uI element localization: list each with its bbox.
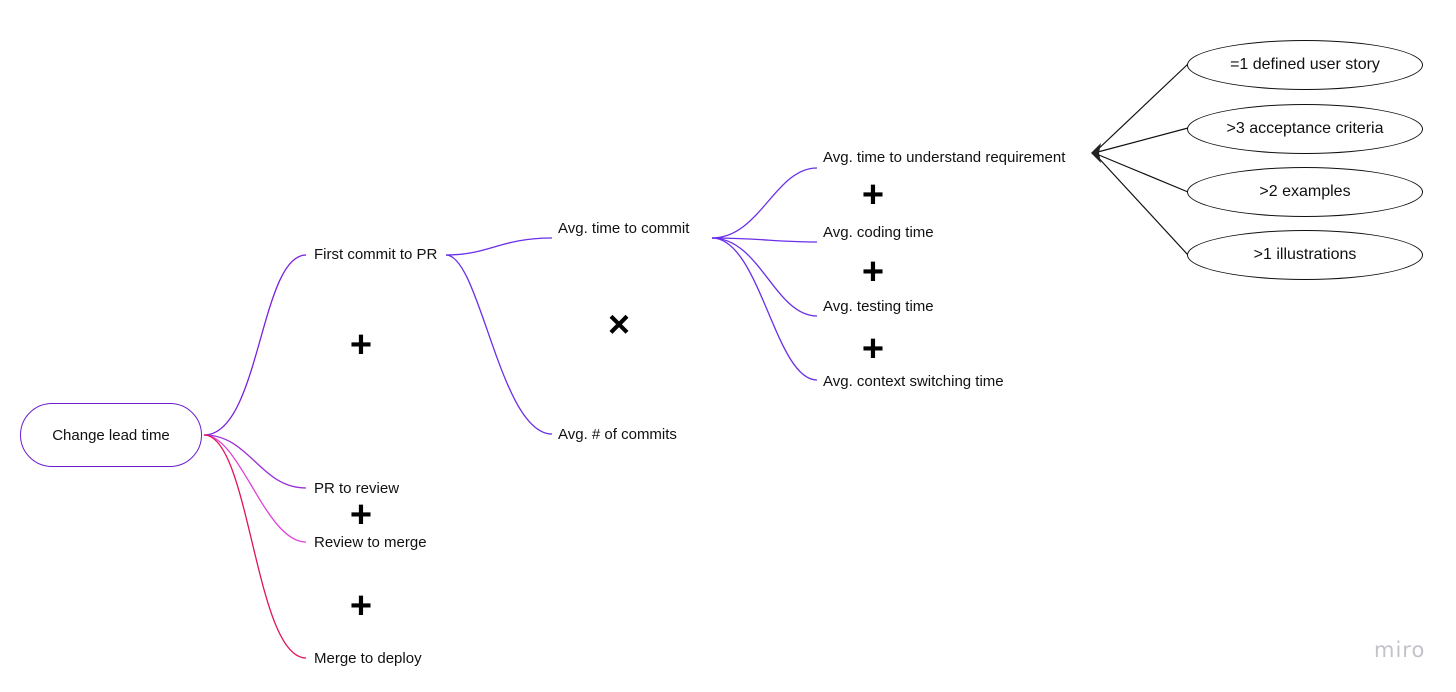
connector-time-commit-context [711,237,818,381]
connector-root-review-merge [203,434,307,543]
miro-watermark: miro [1374,638,1426,662]
criteria-label: >2 examples [1259,183,1351,200]
node-review-to-merge[interactable]: Review to merge [314,534,427,551]
criteria-examples[interactable]: >2 examples [1187,167,1423,217]
root-node[interactable]: Change lead time [20,403,202,467]
arrow-user-story [1093,63,1189,154]
criteria-label: >3 acceptance criteria [1226,120,1384,137]
node-merge-to-deploy[interactable]: Merge to deploy [314,650,422,667]
node-pr-to-review[interactable]: PR to review [314,480,400,497]
times-operator: × [607,304,631,346]
node-avg-time-to-commit[interactable]: Avg. time to commit [558,220,690,237]
criteria-label: =1 defined user story [1230,56,1380,73]
criteria-acceptance[interactable]: >3 acceptance criteria [1187,104,1423,154]
connector-time-commit-coding [711,237,818,243]
arrow-acceptance [1093,127,1189,154]
arrow-examples [1093,152,1189,193]
connector-time-commit-testing [711,237,818,317]
node-avg-time-understand-requirement[interactable]: Avg. time to understand requirement [823,149,1066,166]
criteria-user-story[interactable]: =1 defined user story [1187,40,1423,90]
plus-operator: + [861,174,885,216]
connector-root-first-commit [203,254,307,436]
plus-operator: + [861,251,885,293]
connector-root-merge-deploy [203,434,307,659]
node-avg-context-switching-time[interactable]: Avg. context switching time [823,373,1004,390]
node-avg-num-commits[interactable]: Avg. # of commits [558,426,677,443]
plus-operator: + [349,585,373,627]
plus-operator: + [861,328,885,370]
criteria-illustrations[interactable]: >1 illustrations [1187,230,1423,280]
plus-operator: + [349,324,373,366]
root-node-label: Change lead time [52,426,170,444]
connector-root-pr-review [203,434,307,489]
node-first-commit-to-pr[interactable]: First commit to PR [314,246,438,263]
connector-first-commit-num-commits [445,254,553,435]
arrowhead [1091,143,1101,163]
criteria-label: >1 illustrations [1253,246,1357,263]
node-avg-testing-time[interactable]: Avg. testing time [823,298,934,315]
node-avg-coding-time[interactable]: Avg. coding time [823,224,934,241]
connector-first-commit-time-to-commit [445,237,553,256]
connector-time-commit-understand [711,167,818,239]
plus-operator: + [349,494,373,536]
arrow-illustrations [1093,152,1189,256]
